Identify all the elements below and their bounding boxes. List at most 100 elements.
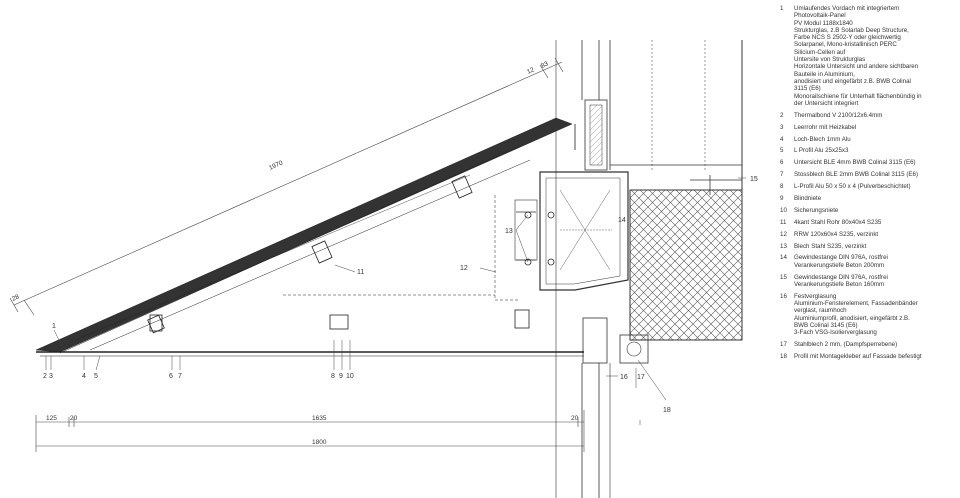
legend-text: Umlaufendes Vordach mit integriertem (794, 5, 900, 12)
legend-text: Profil mit Montagekleber auf Fassade bef… (794, 353, 922, 361)
legend-item-10: 10 Sicherungsniete (780, 207, 958, 214)
legend-number: 2 (780, 111, 784, 119)
legend-text: Farbe NCS S 2502-Y oder gleichwertig (794, 34, 901, 42)
dim-20-right: 20 (571, 415, 579, 422)
callout-17: 17 (637, 374, 645, 381)
legend-text: RRW 120x60x4 S235, verzinkt (794, 230, 879, 238)
leader-lines (45, 177, 746, 425)
callout-5: 5 (94, 373, 98, 380)
legend-number: 7 (780, 171, 784, 179)
callout-9: 9 (339, 373, 343, 380)
legend-text: Monorailschiene für Unterhalt flächenbün… (794, 92, 922, 100)
legend-text: Festverglasung (794, 292, 837, 300)
dim-top-12: 12 (526, 66, 536, 75)
dim-1635: 1635 (312, 415, 327, 422)
legend-text: Blindniete (794, 194, 822, 202)
legend-text: Silicium-Cellen auf (794, 48, 846, 56)
dim-left-28: 28 (11, 293, 21, 302)
callout-12: 12 (460, 265, 468, 272)
legend-item-5: 5 L Profil Alu 25x25x3 (780, 147, 958, 154)
legend-item-9: 9 Blindniete (780, 195, 958, 202)
legend-text: anodisiert und eingefärbt z.B. BWB Colin… (794, 77, 911, 85)
legend-text: Untersicht BLE 4mm BWB Colinal 3115 (E6) (794, 159, 916, 167)
legend-text: 3-Fach VSG-Isolierverglasung (794, 329, 877, 337)
legend-number: 11 (780, 218, 787, 226)
callout-1: 1 (52, 323, 56, 330)
legend-text: verglast, raumhoch (794, 307, 847, 315)
dimension-lines (9, 57, 585, 452)
legend-number: 1 (780, 5, 784, 12)
legend-number: 14 (780, 254, 787, 262)
legend-item-17: 17 Stahlblech 2 mm, (Dampfsperrebene) (780, 341, 958, 348)
callout-16: 16 (620, 374, 628, 381)
legend-number: 12 (780, 230, 787, 238)
legend-text: Stahlblech 2 mm, (Dampfsperrebene) (794, 341, 898, 349)
legend-text: Gewindestange DIN 976A, rostfrei (794, 254, 888, 262)
legend-text: PV Modul 1188x1840 (794, 19, 853, 27)
dim-slope-length: 1970 (268, 159, 284, 171)
legend-text: Aluminium-Fensterelement, Fassadenbänder (794, 300, 918, 308)
legend-number: 16 (780, 292, 787, 300)
callout-4: 4 (82, 373, 86, 380)
legend-text: Stossblech BLE 2mm BWB Colinal 3115 (E6) (794, 171, 919, 179)
legend-text: 4kant Stahl Rohr 80x40x4 S235 (794, 218, 882, 226)
legend-number: 5 (780, 147, 784, 155)
legend-item-7: 7 Stossblech BLE 2mm BWB Colinal 3115 (E6… (780, 171, 958, 178)
dim-1800: 1800 (312, 439, 327, 446)
legend-text: Leerrohr mit Heizkabel (794, 123, 857, 131)
dim-125: 125 (46, 415, 57, 422)
legend-text: Loch-Blech 1mm Alu (794, 135, 851, 143)
callout-14: 14 (618, 217, 626, 224)
callout-numbers: 1 2 3 4 5 6 7 8 9 10 11 12 13 14 15 16 1… (43, 176, 758, 414)
legend-item-6: 6 Untersicht BLE 4mm BWB Colinal 3115 (E6… (780, 159, 958, 166)
callout-11: 11 (357, 269, 364, 276)
legend-number: 17 (780, 341, 787, 349)
legend-item-12: 12 RRW 120x60x4 S235, verzinkt (780, 231, 958, 238)
callout-2: 2 (43, 373, 47, 380)
legend-text: Sicherungsniete (794, 206, 839, 214)
legend-number: 13 (780, 242, 787, 250)
section-drawing: 1970 12 83 28 125 20 1635 20 1800 1 2 3 … (9, 40, 758, 498)
callout-6: 6 (169, 373, 173, 380)
callout-3: 3 (49, 373, 53, 380)
legend-text: Verankerungstiefe Beton 200mm (794, 261, 885, 269)
legend-text: der Untersicht integriert (794, 99, 859, 107)
legend-text: Horizontale Untersicht und andere sichtb… (794, 63, 919, 71)
legend-text: BWB Colinal 3145 (E6) (794, 322, 858, 329)
legend-text: Gewindestange DIN 976A, rostfrei (794, 273, 888, 281)
legend-text: Verankerungstiefe Beton 160mm (794, 280, 885, 288)
callout-15: 15 (750, 176, 758, 183)
legend-text: L Profil Alu 25x25x3 (794, 147, 849, 155)
callout-7: 7 (178, 373, 182, 380)
legend-text: L-Profil Alu 50 x 50 x 4 (Pulverbeschich… (794, 183, 911, 191)
legend-number: 6 (780, 159, 784, 167)
callout-18: 18 (663, 407, 671, 414)
legend-number: 4 (780, 135, 784, 143)
dim-20-left: 20 (70, 415, 78, 422)
legend-text: Solarpanel, Mono-kristallinisch PERC (794, 41, 897, 49)
legend-number: 10 (780, 206, 787, 214)
callout-13: 13 (505, 228, 513, 235)
legend-number: 15 (780, 273, 787, 281)
legend-text: Aluminiumprofil, anodisiert, eingefärbt … (794, 314, 910, 322)
dimension-texts: 1970 12 83 28 125 20 1635 20 1800 (11, 60, 579, 446)
building-structure (514, 40, 743, 498)
canopy (35, 117, 584, 357)
legend-text: Bauteile in Aluminium, (794, 70, 855, 78)
legend-number: 18 (780, 353, 787, 361)
dim-top-83: 83 (540, 60, 550, 69)
legend-item-11: 11 4kant Stahl Rohr 80x40x4 S235 (780, 219, 958, 226)
legend-number: 9 (780, 194, 784, 202)
legend-text: 3115 (E6) (794, 85, 821, 93)
legend-text: Blech Stahl S235, verzinkt (794, 242, 867, 250)
legend-text: Untersite von Strukturglas (794, 56, 866, 64)
callout-10: 10 (346, 373, 354, 380)
legend-text: Photovoltaik-Panel (794, 12, 846, 20)
